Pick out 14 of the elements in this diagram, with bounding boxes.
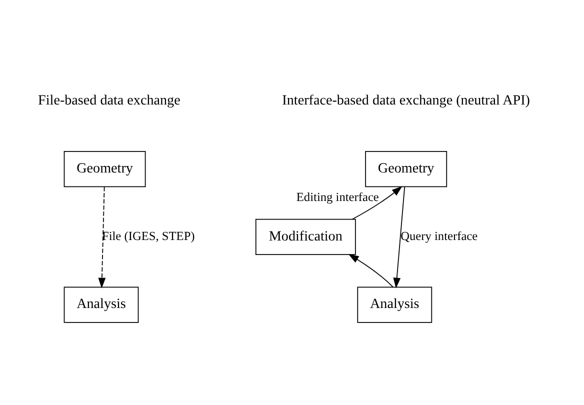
label: Interface-based data exchange (neutral API)	[282, 92, 530, 108]
node-box: Geometry	[64, 150, 146, 187]
arrow	[393, 186, 406, 288]
node-box: Analysis	[64, 286, 139, 322]
node-box: Geometry	[365, 150, 448, 187]
arrow	[352, 186, 402, 220]
label: File-based data exchange	[38, 92, 180, 108]
edge-label: File (IGES, STEP)	[102, 228, 195, 243]
arrow	[98, 186, 106, 288]
edge-label: Editing interface	[296, 189, 379, 204]
arrow	[348, 253, 394, 287]
edge-label: Query interface	[400, 228, 478, 243]
node-box: Modification	[255, 218, 356, 254]
node-box: Analysis	[357, 286, 432, 322]
